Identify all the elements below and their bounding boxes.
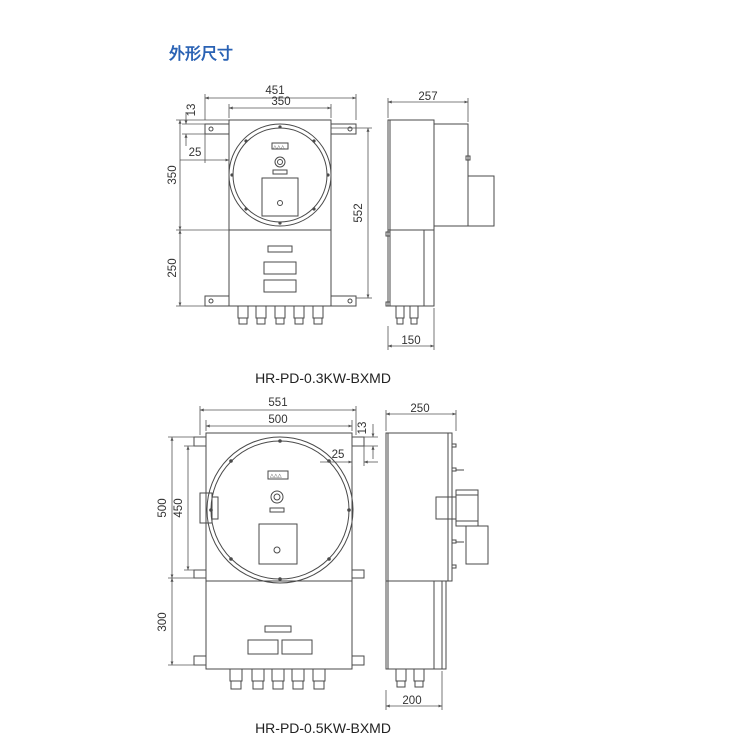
drawing2-window [258, 523, 298, 565]
drawing2-dim-551: 551 [268, 397, 287, 409]
drawing1-window [261, 177, 299, 217]
drawing1-dim-350-height: 350 [167, 165, 179, 184]
drawing1-dim-451: 451 [265, 85, 284, 97]
drawing1-dim-25: 25 [189, 147, 202, 159]
drawing1-dim-250: 250 [167, 258, 179, 277]
drawing2-dim-500-height: 500 [157, 498, 169, 517]
drawing1-side-view [385, 119, 495, 325]
drawing2-side-view [385, 432, 489, 688]
drawing2-dim-250: 250 [410, 403, 429, 415]
drawing1-cable-glands [237, 305, 324, 325]
drawing1-model-caption: HR-PD-0.3KW-BXMD [255, 370, 391, 386]
drawing2-flange [206, 436, 354, 584]
drawing2-dim-500-width: 500 [268, 414, 287, 426]
drawing1-dimensions [176, 94, 372, 307]
drawing1-plate-label: △△△ [273, 145, 285, 151]
drawing2-front-view [193, 432, 365, 690]
drawing1-dim-350-width: 350 [271, 96, 290, 108]
drawing1-flange [228, 123, 332, 227]
drawing1-dim-13: 13 [186, 104, 198, 117]
drawing2-dim-300: 300 [157, 612, 169, 631]
drawing1-dim-257: 257 [418, 91, 437, 103]
drawing1-side-dimensions [387, 98, 469, 350]
drawing2-side-dimensions [385, 410, 457, 710]
drawing2-dim-200: 200 [402, 695, 421, 707]
drawing2-dimensions [168, 406, 378, 666]
drawing2-cable-glands [229, 668, 326, 690]
drawing1-dim-552: 552 [353, 203, 365, 222]
drawing2-dim-450: 450 [173, 498, 185, 517]
drawing1-dim-150: 150 [401, 335, 420, 347]
drawing2-dim-13: 13 [357, 422, 369, 435]
drawing1-lower-box [228, 229, 332, 307]
drawing1-upper-box [228, 119, 332, 231]
drawing2-dim-25: 25 [332, 449, 345, 461]
drawing2-plate-label: △△△ [270, 473, 282, 479]
drawing2-lower-box [205, 580, 353, 670]
drawing2-model-caption: HR-PD-0.5KW-BXMD [255, 720, 391, 736]
drawing1-front-view [204, 119, 357, 325]
page-title: 外形尺寸 [169, 44, 234, 63]
